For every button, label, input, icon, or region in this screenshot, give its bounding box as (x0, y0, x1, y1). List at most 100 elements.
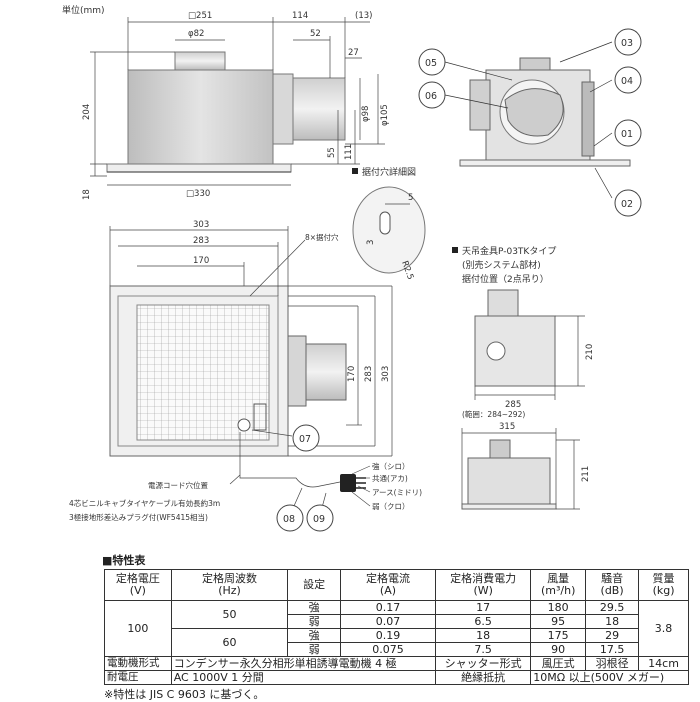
cell-airflow: 180 (530, 600, 587, 615)
callout-01: 01 (621, 129, 633, 140)
wire-weak: 弱（クロ） (372, 502, 410, 511)
callout-08: 08 (283, 514, 295, 525)
hdr-mass: 質量(kg) (638, 569, 689, 601)
bracket-position: 据付位置（2点吊り） (462, 273, 549, 285)
hdr-setting: 設定 (287, 569, 341, 601)
unit-label: 単位(mm) (62, 4, 105, 16)
cell-setting: 強 (287, 600, 341, 615)
dim-55: 55 (327, 147, 337, 158)
table-row: 電動機形式 コンデンサー永久分相形単相誘導電動機 4 極 シャッター形式 風圧式… (104, 656, 689, 671)
dim-phi-105: φ105 (380, 104, 390, 126)
cell-freq-50: 50 (170, 600, 289, 629)
cable-label: 4芯ビニルキャブタイヤケーブル有効長約3m (69, 498, 220, 508)
callout-06: 06 (425, 91, 437, 102)
hdr-noise: 騒音(dB) (585, 569, 640, 601)
withstand-label: 耐電圧 (104, 670, 172, 685)
cell-power: 7.5 (435, 642, 532, 657)
insulation-value: 10MΩ 以上(500V メガー) (530, 670, 689, 685)
cell-setting: 弱 (287, 614, 341, 629)
cell-current: 0.19 (339, 628, 437, 643)
cell-current: 0.075 (339, 642, 437, 657)
cell-airflow: 95 (530, 614, 587, 629)
spec-table: 定格電圧(V) 定格周波数(Hz) 設定 定格電流(A) 定格消費電力(W) 風… (104, 569, 689, 685)
bracket-title: 天吊金具P-03TKタイプ (462, 245, 556, 257)
dim-204: 204 (82, 104, 92, 120)
plan-dim-170-top: 170 (193, 256, 209, 266)
plan-dim-170-side: 170 (347, 366, 357, 382)
plan-dim-303-side: 303 (381, 366, 391, 382)
plan-dim-303-top: 303 (193, 220, 209, 230)
table-row: 耐電圧 AC 1000V 1 分間 絶縁抵抗 10MΩ 以上(500V メガー) (104, 670, 689, 685)
cell-current: 0.17 (339, 600, 437, 615)
insulation-label: 絶縁抵抗 (435, 670, 532, 685)
bracket-dim-285: 285 (505, 400, 521, 410)
dim-52: 52 (310, 29, 321, 39)
bracket-dim-211: 211 (581, 466, 591, 482)
elevation-view (106, 51, 346, 173)
blade-label: 羽根径 (585, 656, 640, 671)
motor-label: 電動機形式 (104, 656, 172, 671)
bracket-view-1 (474, 289, 556, 387)
dim-111: 111 (344, 144, 354, 160)
cell-voltage: 100 (104, 600, 172, 657)
table-row: 100 50 強 0.17 17 180 29.5 3.8 (104, 600, 689, 657)
callout-09: 09 (313, 514, 325, 525)
mounting-hole-detail (352, 186, 426, 274)
cell-freq-60: 60 (170, 628, 289, 657)
hdr-airflow: 風量(m³/h) (530, 569, 587, 601)
spec-title: ■特性表 (102, 554, 146, 567)
cell-current: 0.07 (339, 614, 437, 629)
plug-drawing (340, 474, 366, 492)
withstand-value: AC 1000V 1 分間 (170, 670, 437, 685)
cell-power: 18 (435, 628, 532, 643)
motor-value: コンデンサー永久分相形単相誘導電動機 4 極 (170, 656, 437, 671)
callout-04: 04 (621, 76, 633, 87)
cell-noise: 29.5 (585, 600, 640, 615)
dim-114: 114 (292, 11, 308, 21)
callout-group-upper: 03 04 01 02 05 06 (418, 28, 642, 217)
detail-title: 据付穴詳細図 (362, 166, 416, 178)
plan-dim-283-top: 283 (193, 236, 209, 246)
cell-mass: 3.8 (638, 600, 689, 657)
wire-earth: アース(ミドリ) (372, 488, 422, 497)
dimension-drawing: 単位(mm) □251 φ82 1 (62, 4, 642, 532)
cell-airflow: 90 (530, 642, 587, 657)
callout-02: 02 (621, 199, 633, 210)
spec-section: ■特性表 定格電圧(V) 定格周波数(Hz) 設定 定格電流(A) 定格消費電力… (102, 552, 689, 702)
hdr-freq: 定格周波数(Hz) (170, 569, 289, 601)
cell-setting: 強 (287, 628, 341, 643)
dim-square-251: □251 (188, 11, 212, 21)
cell-power: 17 (435, 600, 532, 615)
power-hole-label: 電源コード穴位置 (148, 480, 208, 490)
spec-note: ※特性は JIS C 9603 に基づく。 (104, 688, 265, 701)
shutter-label: シャッター形式 (435, 656, 532, 671)
hdr-power: 定格消費電力(W) (435, 569, 532, 601)
cell-setting: 弱 (287, 642, 341, 657)
cell-noise: 29 (585, 628, 640, 643)
callout-05: 05 (425, 58, 437, 69)
detail-dim-3: 3 (366, 240, 376, 245)
dim-18: 18 (82, 189, 92, 200)
callout-03: 03 (621, 38, 633, 49)
bracket-dim-315: 315 (499, 422, 515, 432)
cell-power: 6.5 (435, 614, 532, 629)
bracket-view-2 (461, 439, 557, 510)
plan-dim-283-side: 283 (364, 366, 374, 382)
dim-phi-82: φ82 (188, 29, 204, 39)
cell-noise: 17.5 (585, 642, 640, 657)
cutaway-view (459, 57, 631, 167)
dim-square-330: □330 (186, 189, 210, 199)
table-row: 60 強 0.19 18 175 29 (105, 628, 689, 657)
bracket-subtitle: (別売システム部材) (462, 259, 541, 271)
bracket-range: (範囲：284~292) (462, 409, 525, 419)
blade-value: 14cm (638, 656, 689, 671)
dim-27: 27 (348, 48, 359, 58)
wire-common: 共通(アカ) (372, 473, 408, 483)
dim-phi-98: φ98 (361, 106, 371, 122)
plan-view (109, 285, 347, 457)
cell-noise: 18 (585, 614, 640, 629)
detail-dim-5: 5 (408, 193, 413, 203)
dim-13: (13) (355, 11, 372, 21)
holes-label: 8×据付穴 (305, 232, 339, 242)
plug-label: 3極接地形差込みプラグ付(WF5415相当) (69, 512, 208, 522)
